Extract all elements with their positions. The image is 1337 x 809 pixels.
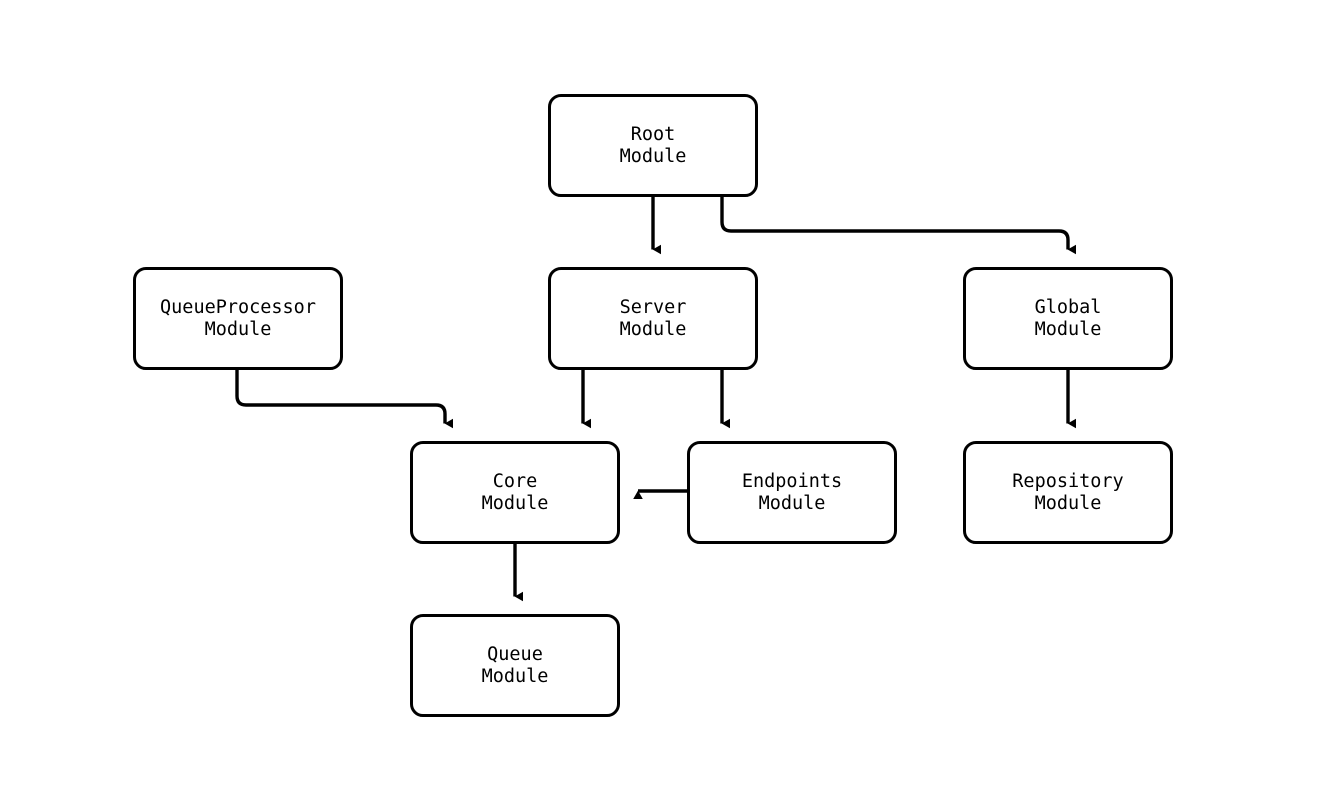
- node-label-root-module: Root Module: [619, 123, 687, 167]
- node-global-module[interactable]: Global Module: [963, 267, 1173, 370]
- node-label-queue-module: Queue Module: [481, 643, 549, 687]
- node-server-module[interactable]: Server Module: [548, 267, 758, 370]
- node-core-module[interactable]: Core Module: [410, 441, 620, 544]
- node-label-core-module: Core Module: [481, 470, 549, 514]
- node-label-repository-module: Repository Module: [1012, 470, 1124, 514]
- node-queue-module[interactable]: Queue Module: [410, 614, 620, 717]
- node-label-server-module: Server Module: [619, 296, 687, 340]
- node-root-module[interactable]: Root Module: [548, 94, 758, 197]
- node-repository-module[interactable]: Repository Module: [963, 441, 1173, 544]
- edge-queueprocessor-to-core: [235, 370, 454, 429]
- node-label-global-module: Global Module: [1034, 296, 1102, 340]
- node-label-queueprocessor-module: QueueProcessor Module: [160, 296, 316, 340]
- edge-root-to-global: [720, 197, 1077, 255]
- node-label-endpoints-module: Endpoints Module: [741, 470, 843, 514]
- node-endpoints-module[interactable]: Endpoints Module: [687, 441, 897, 544]
- node-queueprocessor-module[interactable]: QueueProcessor Module: [133, 267, 343, 370]
